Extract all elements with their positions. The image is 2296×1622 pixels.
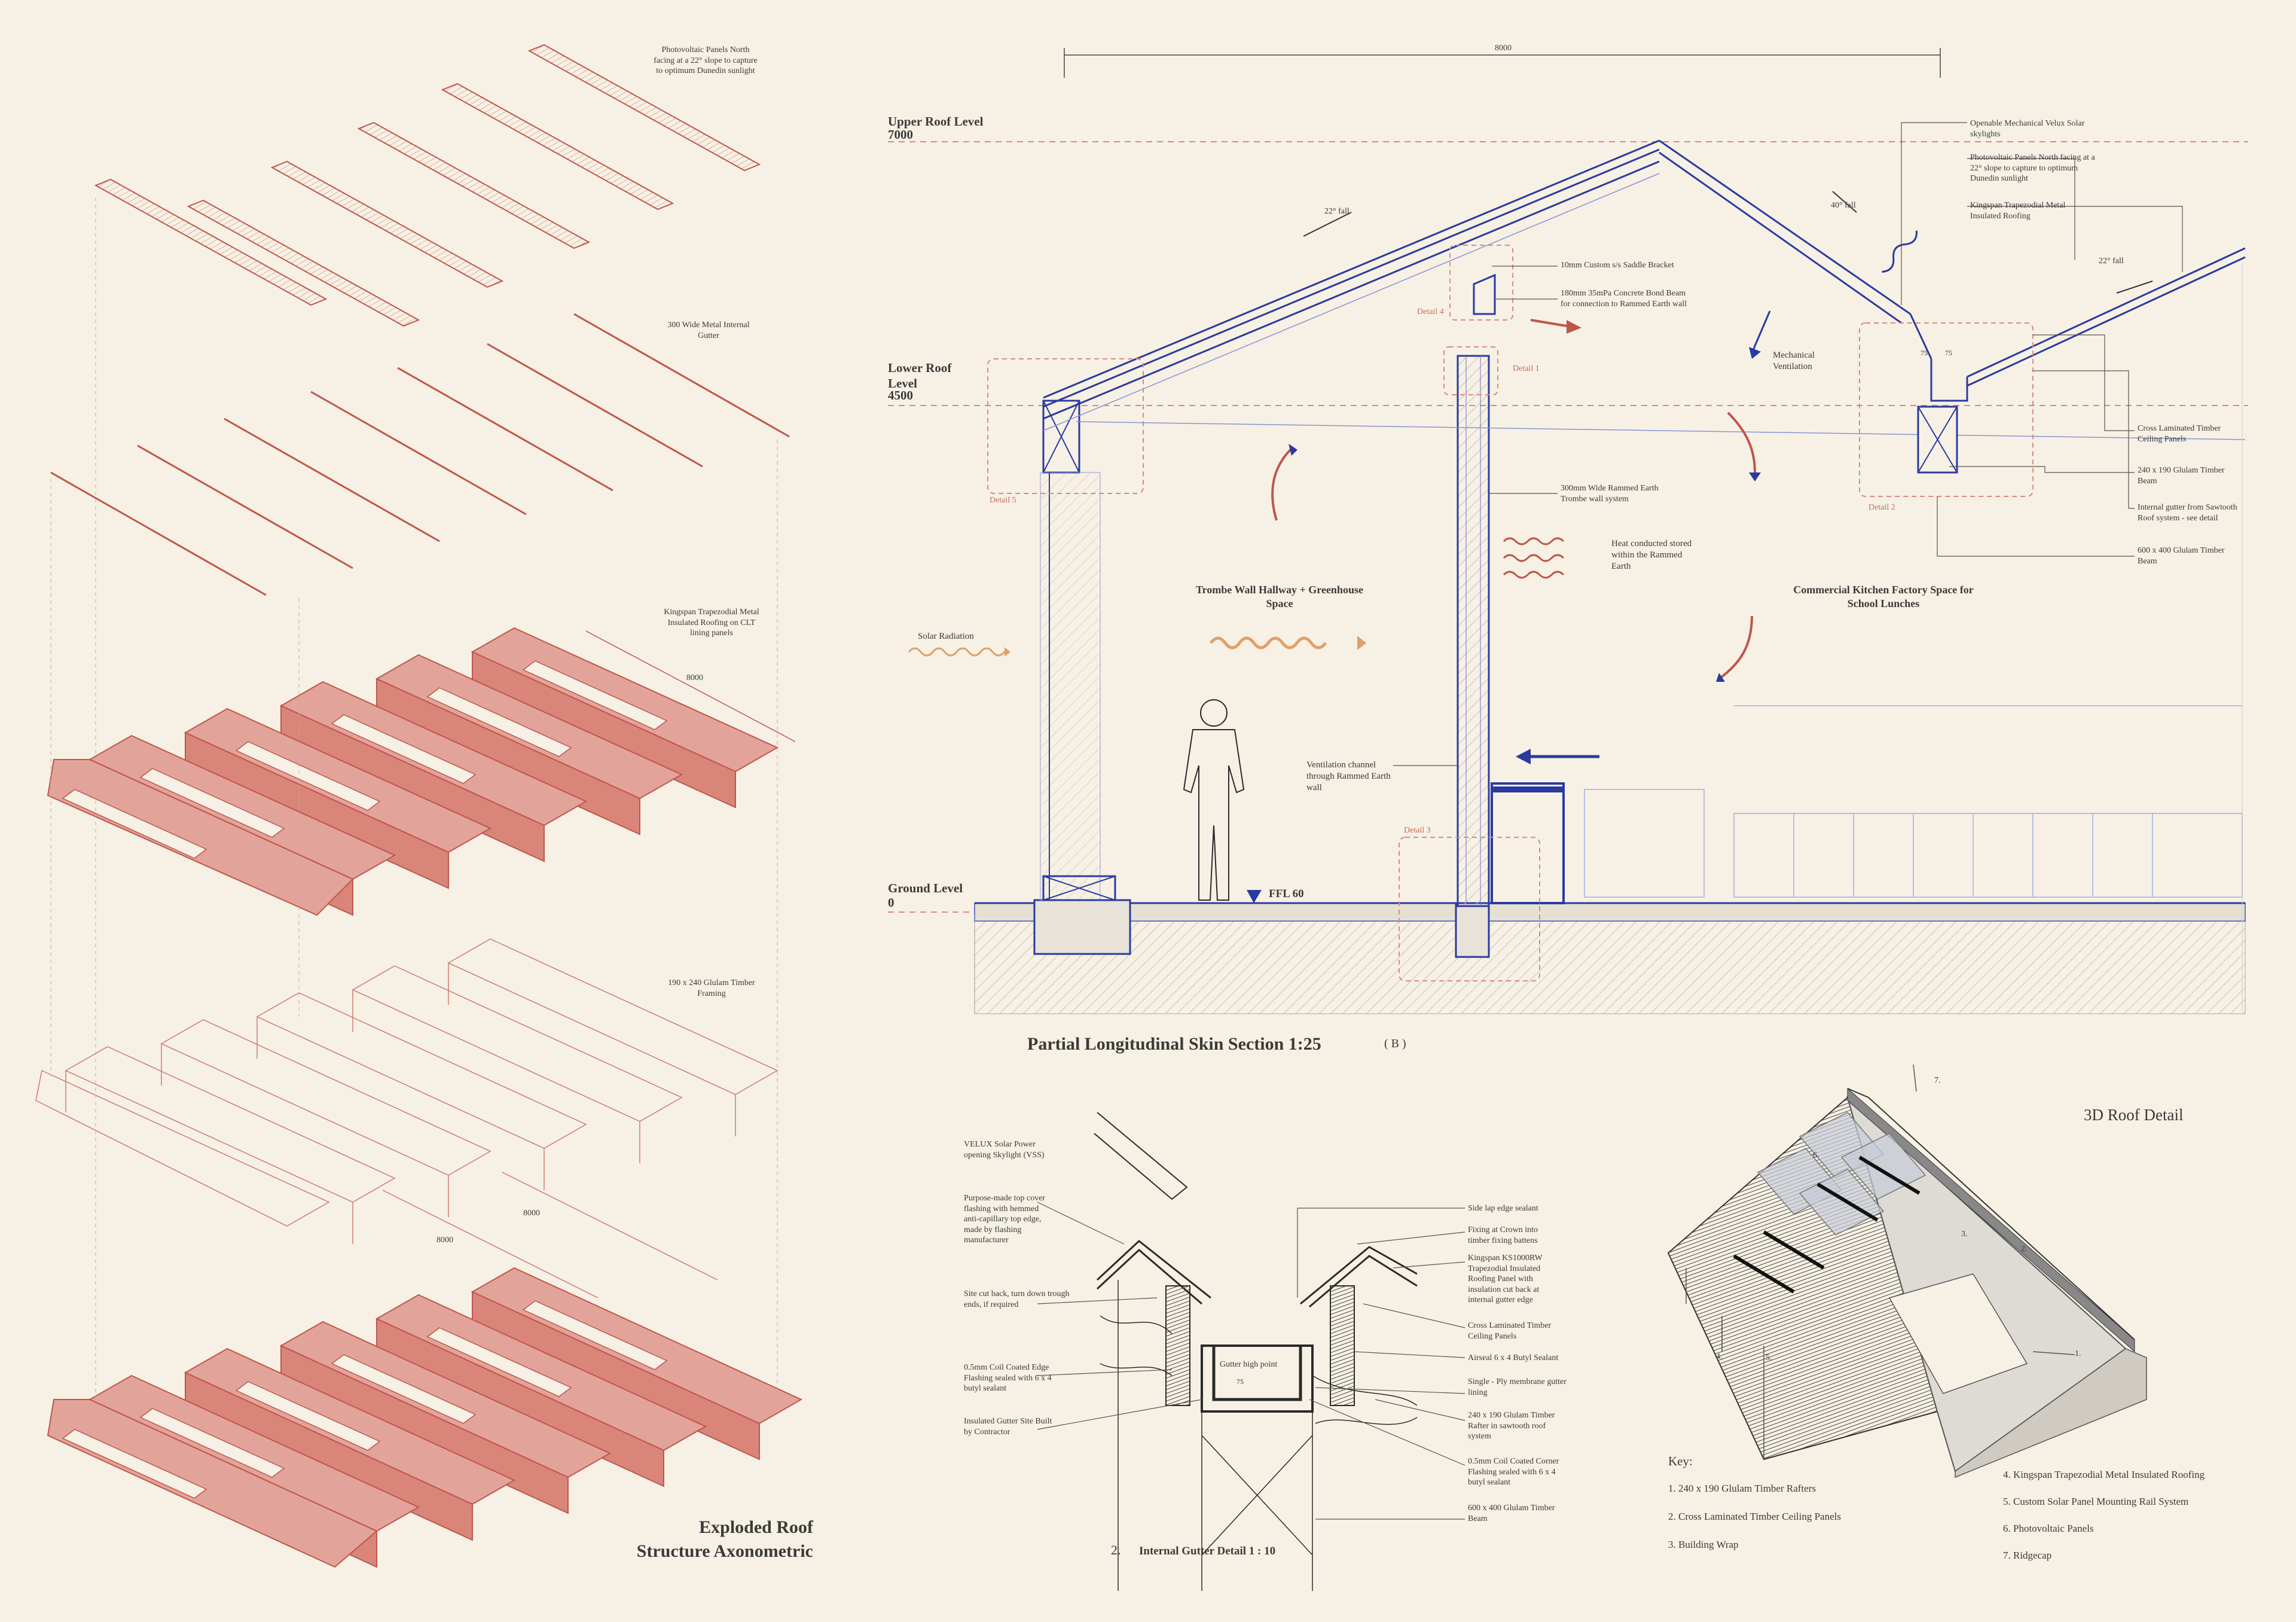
ks1000-label: Kingspan KS1000RW Trapezodial Insulated … xyxy=(1468,1254,1543,1304)
heat-stored-label: Heat conducted stored within the Rammed … xyxy=(1611,539,1692,571)
gutter-layer xyxy=(50,313,790,596)
detail-2-tag: Detail 2 xyxy=(1868,503,1895,512)
pv-panels-label: Photovoltaic Panels North facing at a 22… xyxy=(654,45,758,75)
key-item-2: 2. Cross Laminated Timber Ceiling Panels xyxy=(1668,1511,1841,1522)
axo-dimension-mid: 8000 xyxy=(523,1209,540,1218)
axo-dimension-low: 8000 xyxy=(436,1236,453,1245)
rafter-label: 240 x 190 Glulam Timber Rafter in sawtoo… xyxy=(1468,1411,1555,1441)
fall-left-label: 22° fall xyxy=(1324,207,1349,216)
key-item-7: 7. Ridgecap xyxy=(2003,1550,2052,1561)
cover-flashing-label: Purpose-made top cover flashing with hem… xyxy=(964,1194,1046,1245)
gutter-dim-a: 75 xyxy=(1921,349,1928,357)
key-item-3: 3. Building Wrap xyxy=(1668,1539,1739,1550)
section-title-tag: ( B ) xyxy=(1384,1037,1406,1050)
glulam-600-label: 600 x 400 Glulam Timber Beam xyxy=(2138,546,2225,566)
kingspan-roofing-label: Kingspan Trapezodial Metal Insulated Roo… xyxy=(1970,201,2066,221)
key-item-4: 4. Kingspan Trapezodial Metal Insulated … xyxy=(2003,1469,2205,1480)
key-item-1: 1. 240 x 190 Glulam Timber Rafters xyxy=(1668,1483,1816,1494)
roof-tag-3: 3. xyxy=(1961,1230,1968,1239)
single-ply-label: Single - Ply membrane gutter lining xyxy=(1468,1377,1567,1397)
ground-level-value: 0 xyxy=(888,895,894,910)
gutter-detail-number: 2. xyxy=(1111,1542,1121,1557)
insulated-gutter-label: Insulated Gutter Site Built by Contracto… xyxy=(964,1417,1052,1437)
exploded-axonometric xyxy=(35,44,803,1568)
key-item-6: 6. Photovoltaic Panels xyxy=(2003,1523,2094,1534)
detail-3-tag: Detail 3 xyxy=(1404,826,1431,835)
section-drawing xyxy=(888,48,2248,1014)
pv-panel-layer xyxy=(94,44,761,327)
ffl-label: FFL 60 xyxy=(1269,888,1304,900)
axo-dimension-top: 8000 xyxy=(686,673,703,682)
roof-tag-6: 6. xyxy=(1813,1151,1819,1160)
roof-tag-5: 5. xyxy=(1766,1353,1772,1362)
fall-right-label: 22° fall xyxy=(2099,257,2124,266)
detail-1-tag: Detail 1 xyxy=(1513,364,1540,373)
kingspan-roof-layer xyxy=(47,627,779,916)
clt-ceiling-label: Cross Laminated Timber Ceiling Panels xyxy=(2138,424,2221,444)
solar-radiation-label: Solar Radiation xyxy=(918,632,974,641)
section-title: Partial Longitudinal Skin Section 1:25 xyxy=(1027,1034,1321,1054)
airseal-label: Airseal 6 x 4 Butyl Sealant xyxy=(1468,1353,1559,1362)
gutter-beam-label: 600 x 400 Glulam Timber Beam xyxy=(1468,1504,1555,1523)
mechanical-ventilation-label: Mechanical Ventilation xyxy=(1773,350,1815,371)
gutter-dim-b: 75 xyxy=(1945,349,1952,357)
pv-north-label: Photovoltaic Panels North facing at a 22… xyxy=(1970,153,2095,183)
gutter-detail-drawing xyxy=(1037,1112,1465,1591)
detail-4-tag: Detail 4 xyxy=(1417,307,1444,316)
kitchen-space-label: Commercial Kitchen Factory Space for Sch… xyxy=(1793,584,1974,609)
vss-label: VELUX Solar Power opening Skylight (VSS) xyxy=(964,1140,1045,1160)
velux-label: Openable Mechanical Velux Solar skylight… xyxy=(1970,119,2085,139)
key-title: Key: xyxy=(1668,1454,1693,1468)
fixing-crown-label: Fixing at Crown into timber fixing batte… xyxy=(1468,1225,1538,1245)
gutter-high-point-label: Gutter high point xyxy=(1220,1360,1278,1369)
ventilation-channel-label: Ventilation channel through Rammed Earth… xyxy=(1306,760,1391,792)
trombe-space-label: Trombe Wall Hallway + Greenhouse Space xyxy=(1196,584,1363,609)
glulam-layer-label: 190 x 240 Glulam Timber Framing xyxy=(668,978,755,998)
lower-roof-level-label: Lower Roof Level xyxy=(888,361,952,391)
person-silhouette-icon xyxy=(1183,699,1245,901)
key-item-5: 5. Custom Solar Panel Mounting Rail Syst… xyxy=(2003,1496,2189,1507)
roof-3d-drawing xyxy=(1667,1064,2147,1478)
site-cutback-label: Site cut back, turn down trough ends, if… xyxy=(964,1289,1070,1309)
rammed-earth-label: 300mm Wide Rammed Earth Trombe wall syst… xyxy=(1561,484,1659,504)
roof-tag-2: 2. xyxy=(2021,1245,2028,1254)
section-top-dimension: 8000 xyxy=(1495,44,1512,53)
kingspan-layer-label: Kingspan Trapezodial Metal Insulated Roo… xyxy=(664,608,759,638)
lower-roof-level-value: 4500 xyxy=(888,388,913,403)
gutter-layer-label: 300 Wide Metal Internal Gutter xyxy=(667,321,750,340)
roof-3d-title: 3D Roof Detail xyxy=(2084,1106,2184,1124)
roof-tag-4: 4. xyxy=(1716,1352,1723,1361)
glulam-240-label: 240 x 190 Glulam Timber Beam xyxy=(2138,466,2225,486)
side-lap-label: Side lap edge sealant xyxy=(1468,1204,1538,1213)
upper-roof-level-value: 7000 xyxy=(888,127,913,142)
coil-edge-label: 0.5mm Coil Coated Edge Flashing sealed w… xyxy=(964,1363,1052,1393)
ground-level-label: Ground Level xyxy=(888,881,963,895)
internal-gutter-label: Internal gutter from Sawtooth Roof syste… xyxy=(2138,503,2237,523)
coil-corner-label: 0.5mm Coil Coated Corner Flashing sealed… xyxy=(1468,1457,1559,1487)
upper-roof-level-label: Upper Roof Level xyxy=(888,114,984,129)
saddle-bracket-label: 10mm Custom s/s Saddle Bracket xyxy=(1561,261,1674,270)
fall-40-label: 40° fall xyxy=(1831,201,1856,210)
roof-tag-1: 1. xyxy=(2075,1349,2081,1358)
roof-tag-7: 7. xyxy=(1934,1076,1941,1085)
gutter-clt-label: Cross Laminated Timber Ceiling Panels xyxy=(1468,1321,1552,1341)
glulam-framing-layer xyxy=(35,938,778,1298)
gutter-detail-dim: 75 xyxy=(1236,1377,1244,1386)
axo-title-line2: Structure Axonometric xyxy=(636,1541,813,1561)
detail-5-tag: Detail 5 xyxy=(990,496,1016,505)
axo-title-line1: Exploded Roof xyxy=(699,1517,813,1537)
gutter-detail-title: Internal Gutter Detail 1 : 10 xyxy=(1139,1545,1276,1557)
bottom-roof-layer xyxy=(47,1267,803,1568)
bond-beam-label: 180mm 35mPa Concrete Bond Beam for conne… xyxy=(1561,289,1687,309)
